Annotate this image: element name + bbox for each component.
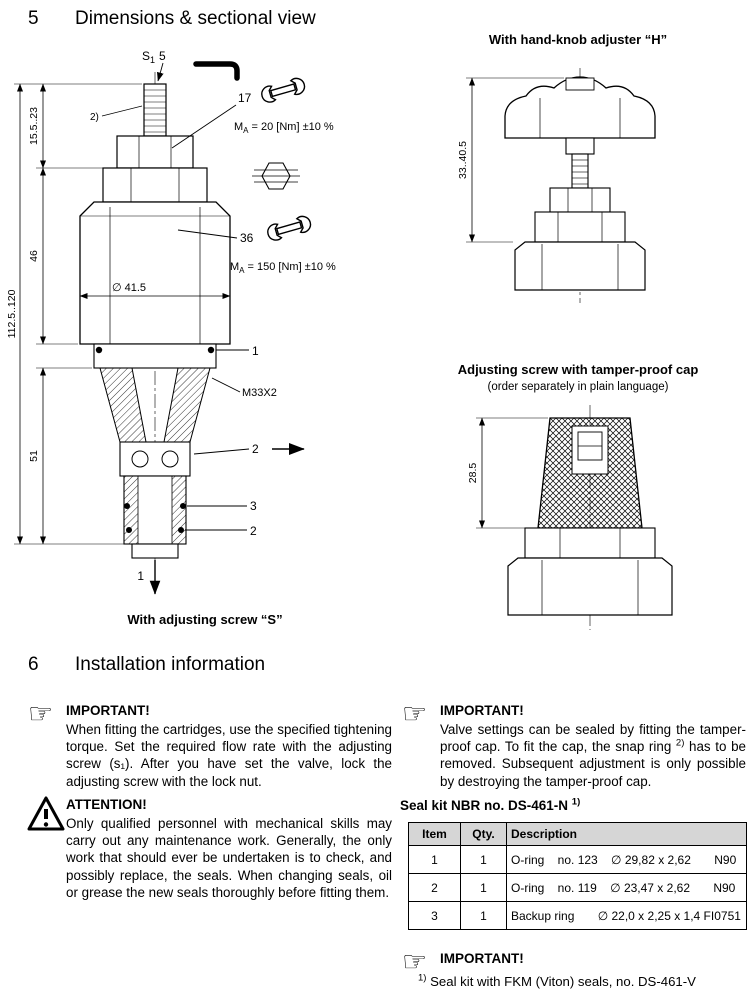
snap-ring-note: 2) [90, 112, 99, 123]
cap-dim: 28.5 [467, 463, 479, 484]
desc-cell: O-ring no. 119 ∅ 23,47 x 2,62 N90 [506, 873, 747, 902]
knob-upper-hex [534, 211, 626, 243]
warning-triangle-icon [27, 796, 65, 831]
callout-1: 1 [252, 344, 259, 358]
table-header-row: Item Qty. Description [408, 822, 747, 846]
footnote-text: Seal kit with FKM (Viton) seals, no. DS-… [430, 974, 696, 989]
callout-2: 2 [252, 442, 259, 456]
main-hex-body [79, 201, 231, 345]
seal-kit-table: Item Qty. Description 1 1 O-ring no. 123… [408, 822, 747, 930]
section-5-title: Dimensions & sectional view [75, 8, 316, 29]
wrench-icon [265, 213, 314, 243]
seal-kit-title-text: Seal kit NBR no. DS-461-N [400, 798, 572, 813]
important-title-footnote: IMPORTANT! [440, 951, 524, 966]
section-6-title: Installation information [75, 654, 266, 675]
callout-3: 3 [250, 499, 257, 513]
hand-knob [504, 76, 656, 139]
table-row: 2 1 O-ring no. 119 ∅ 23,47 x 2,62 N90 [408, 873, 747, 902]
tamper-cap-drawing: 28.5 [467, 405, 673, 630]
pointing-hand-icon: ☞ [402, 946, 428, 977]
flow-1-label: 1 [137, 569, 144, 583]
attention-title: ATTENTION! [66, 797, 147, 812]
pointing-hand-icon: ☞ [28, 698, 54, 729]
wrench-icon [259, 75, 308, 105]
cross-drilled-block [119, 441, 191, 477]
col-item: Item [408, 822, 461, 846]
footnote: 1) Seal kit with FKM (Viton) seals, no. … [418, 972, 696, 989]
sleeve-with-oring [93, 343, 217, 369]
item-cell: 1 [408, 845, 461, 874]
hand-knob-drawing: 33..40.5 [457, 68, 656, 303]
torque-large-label: MA= 150 [Nm] ±10 % [230, 261, 336, 275]
section-5-number: 5 [28, 8, 39, 29]
tamper-cap-caption: Adjusting screw with tamper-proof cap [457, 362, 699, 377]
thread-label: M33X2 [242, 387, 277, 399]
cap-body-hex [507, 557, 673, 616]
important-title-left: IMPORTANT! [66, 703, 150, 718]
footnote-superscript: 1) [418, 972, 427, 984]
important-text-right: Valve settings can be sealed by fitting … [440, 721, 746, 790]
important-title-right: IMPORTANT! [440, 703, 524, 718]
col-description: Description [506, 822, 747, 846]
qty-cell: 1 [460, 873, 507, 902]
knob-stem [565, 137, 595, 189]
knob-dim: 33..40.5 [457, 141, 469, 179]
cap-lock-nut [524, 527, 656, 559]
desc-cell: Backup ring ∅ 22,0 x 2,25 x 1,4 FI0751 [506, 901, 747, 930]
callout-17: 17 [238, 91, 252, 105]
adjusting-screw-stem [143, 83, 167, 137]
snap-ring-superscript: 2) [675, 737, 685, 749]
allen-key-icon [193, 61, 240, 81]
important-text-right-b: has to be removed. Subsequent adjustment… [440, 739, 746, 789]
hand-knob-caption: With hand-knob adjuster “H” [488, 32, 668, 47]
upper-hex-nut [102, 167, 208, 203]
important-text-left: When fitting the cartridges, use the spe… [66, 722, 392, 789]
attention-text: Only qualified personnel with mechanical… [66, 816, 392, 900]
item-cell: 2 [408, 873, 461, 902]
tamper-cap [537, 417, 643, 529]
lower-stem [123, 475, 187, 559]
table-row: 1 1 O-ring no. 123 ∅ 29,82 x 2,62 N90 [408, 845, 747, 874]
desc-cell: O-ring no. 123 ∅ 29,82 x 2,62 N90 [506, 845, 747, 874]
left-drawing-caption: With adjusting screw “S” [127, 612, 283, 627]
section-6-number: 6 [28, 654, 39, 675]
torque-small-label: MA= 20 [Nm] ±10 % [234, 121, 334, 135]
callout-36: 36 [240, 231, 254, 245]
qty-cell: 1 [460, 845, 507, 874]
table-row: 3 1 Backup ring ∅ 22,0 x 2,25 x 1,4 FI07… [408, 901, 747, 930]
dim-top: 15.5..23 [28, 107, 40, 145]
seal-kit-title: Seal kit NBR no. DS-461-N 1) [400, 796, 581, 813]
dim-51: 51 [28, 450, 40, 462]
pointing-hand-icon: ☞ [402, 698, 428, 729]
important-text-right-a: Valve settings can be sealed by fitting … [440, 722, 746, 755]
tamper-cap-subcaption: (order separately in plain language) [487, 381, 669, 393]
diameter-dim: ∅ 41.5 [112, 282, 146, 294]
hex-socket-icon [252, 162, 300, 190]
qty-cell: 1 [460, 901, 507, 930]
col-qty: Qty. [460, 822, 507, 846]
dim-46: 46 [28, 250, 40, 262]
knob-body-hex [514, 241, 646, 291]
seal-kit-superscript: 1) [571, 796, 581, 808]
callout-2b: 2 [250, 524, 257, 538]
dim-overall: 112.5..120 [6, 289, 18, 338]
knob-lock-nut [549, 187, 611, 213]
item-cell: 3 [408, 901, 461, 930]
lock-nut [116, 135, 194, 169]
